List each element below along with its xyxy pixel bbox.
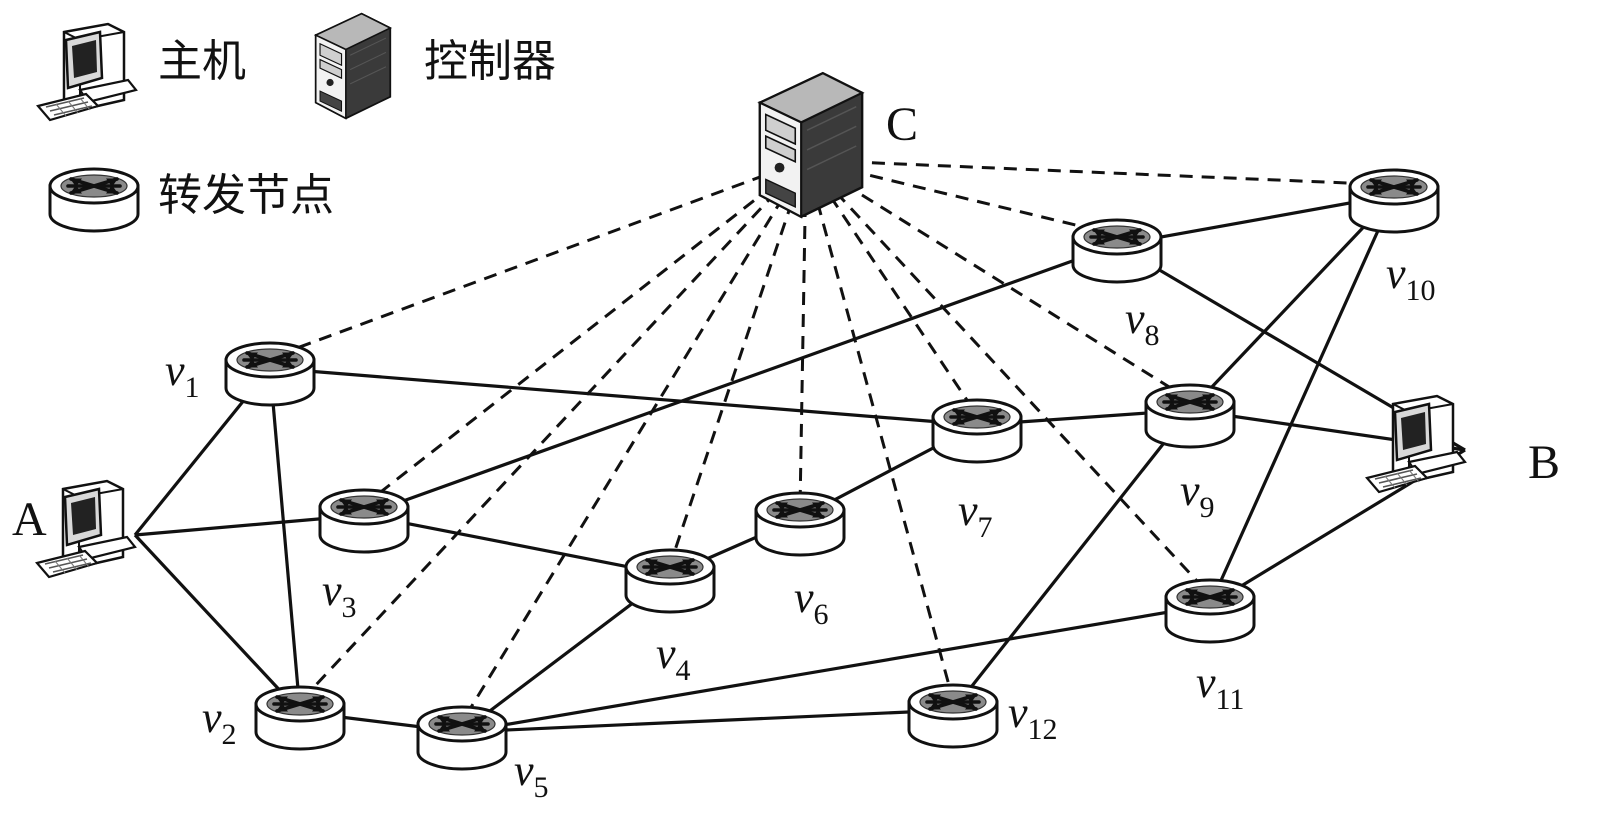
link-v10-v11 (1208, 194, 1396, 606)
router-icon (624, 548, 716, 614)
router-icon (318, 488, 410, 554)
link-v9-v12 (951, 409, 1192, 711)
router-icon (1348, 168, 1440, 234)
router-icon (907, 683, 999, 749)
node-v7: v7 (931, 398, 1023, 544)
control-link-v6 (798, 159, 808, 509)
control-link-v3 (363, 158, 807, 507)
node-v4-label: v4 (656, 629, 691, 687)
router-icon (224, 341, 316, 407)
legend-host-icon (36, 22, 138, 122)
link-A-v2 (133, 533, 302, 714)
control-link-v11 (804, 158, 1212, 597)
host-B-icon (1365, 394, 1467, 494)
link-v5-v12 (461, 708, 954, 734)
link-v1-v7 (269, 366, 978, 427)
controller-icon (758, 71, 864, 219)
link-v1-v2 (268, 367, 302, 713)
nodes-layer: v1 v2 v3 v4 v5 v6 v7 v8 v9 v10 v11 v12 (165, 168, 1440, 804)
host-A-icon (35, 479, 137, 579)
router-icon (931, 398, 1023, 464)
node-v9-label: v9 (1180, 466, 1215, 524)
node-v12-label: v12 (1008, 688, 1058, 746)
node-v11: v11 (1164, 578, 1256, 716)
node-v7-label: v7 (958, 486, 993, 544)
node-v3-label: v3 (322, 566, 357, 624)
router-icon (754, 491, 846, 557)
node-v8-label: v8 (1125, 294, 1160, 352)
link-v3-v4 (363, 513, 671, 577)
node-v2: v2 (202, 685, 346, 751)
node-v9: v9 (1144, 383, 1236, 524)
control-link-v5 (460, 159, 808, 723)
host-B-label: B (1528, 436, 1560, 489)
legend-host-label: 主机 (158, 36, 246, 87)
devices-layer: C A B (12, 71, 1560, 579)
node-v10-label: v10 (1386, 249, 1436, 307)
node-v6-label: v6 (794, 573, 829, 631)
node-v2-label: v2 (202, 693, 237, 751)
links-layer (133, 158, 1466, 734)
controller-label: C (886, 98, 918, 151)
router-icon (1164, 578, 1256, 644)
node-v8: v8 (1071, 218, 1163, 352)
legend-controller-label: 控制器 (424, 36, 556, 87)
control-link-v1 (269, 158, 807, 360)
control-link-v12 (804, 159, 955, 701)
link-v5-v11 (461, 603, 1211, 734)
link-v9-v10 (1188, 193, 1396, 412)
link-v8-v10 (1116, 193, 1395, 247)
control-link-v4 (668, 159, 808, 566)
legend-controller-icon (314, 12, 392, 120)
node-v12: v12 (907, 683, 1058, 749)
legend-forwarding-node-label: 转发节点 (158, 170, 334, 221)
node-v11-label: v11 (1196, 658, 1244, 716)
control-link-v9 (805, 158, 1191, 402)
control-link-v2 (298, 158, 808, 704)
control-link-v10 (805, 158, 1395, 187)
router-icon (1071, 218, 1163, 284)
node-v10: v10 (1348, 168, 1440, 307)
node-v1: v1 (165, 341, 316, 407)
link-v3-v8 (363, 243, 1118, 517)
node-v3: v3 (318, 488, 410, 624)
node-v5-label: v5 (514, 746, 549, 804)
node-v6: v6 (754, 491, 846, 631)
router-icon (254, 685, 346, 751)
legend: 主机 控制器 转发节点 (36, 12, 556, 233)
legend-router-icon (48, 167, 140, 233)
control-link-v7 (804, 159, 979, 416)
router-icon (416, 705, 508, 771)
host-A-label: A (12, 493, 47, 546)
router-icon (1144, 383, 1236, 449)
node-v1-label: v1 (165, 346, 200, 404)
node-v4: v4 (624, 548, 716, 687)
